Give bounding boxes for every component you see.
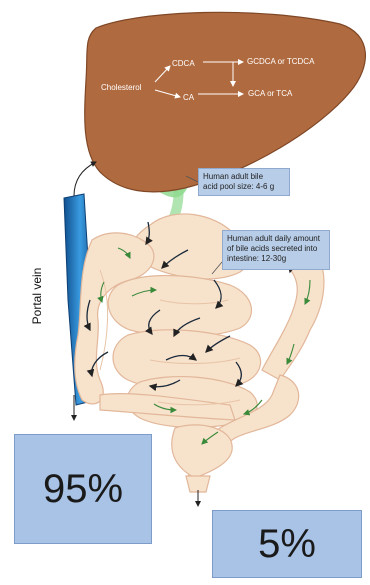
reabsorbed-percent-box: 95%	[14, 434, 152, 544]
reabsorbed-percent: 95%	[43, 467, 123, 512]
gca-label: GCA or TCA	[248, 89, 293, 98]
pool-size-line2: acid pool size: 4-6 g	[203, 182, 285, 192]
vein-to-liver-arrow	[74, 162, 96, 196]
liver	[85, 12, 366, 192]
secretion-line1: Human adult daily amount	[227, 234, 325, 244]
secretion-line3: intestine: 12-30g	[227, 254, 325, 264]
pool-size-line1: Human adult bile	[203, 172, 285, 182]
secretion-line2: of bile acids secreted into	[227, 244, 325, 254]
pool-size-box: Human adult bile acid pool size: 4-6 g	[198, 168, 290, 196]
cholesterol-label: Cholesterol	[101, 83, 142, 92]
daily-secretion-box: Human adult daily amount of bile acids s…	[222, 230, 330, 270]
excreted-percent: 5%	[258, 522, 316, 567]
excreted-percent-box: 5%	[212, 510, 362, 578]
ca-label: CA	[183, 93, 195, 102]
gcdca-label: GCDCA or TCDCA	[247, 57, 315, 66]
portal-vein-label: Portal vein	[30, 268, 44, 325]
cdca-label: CDCA	[172, 59, 195, 68]
